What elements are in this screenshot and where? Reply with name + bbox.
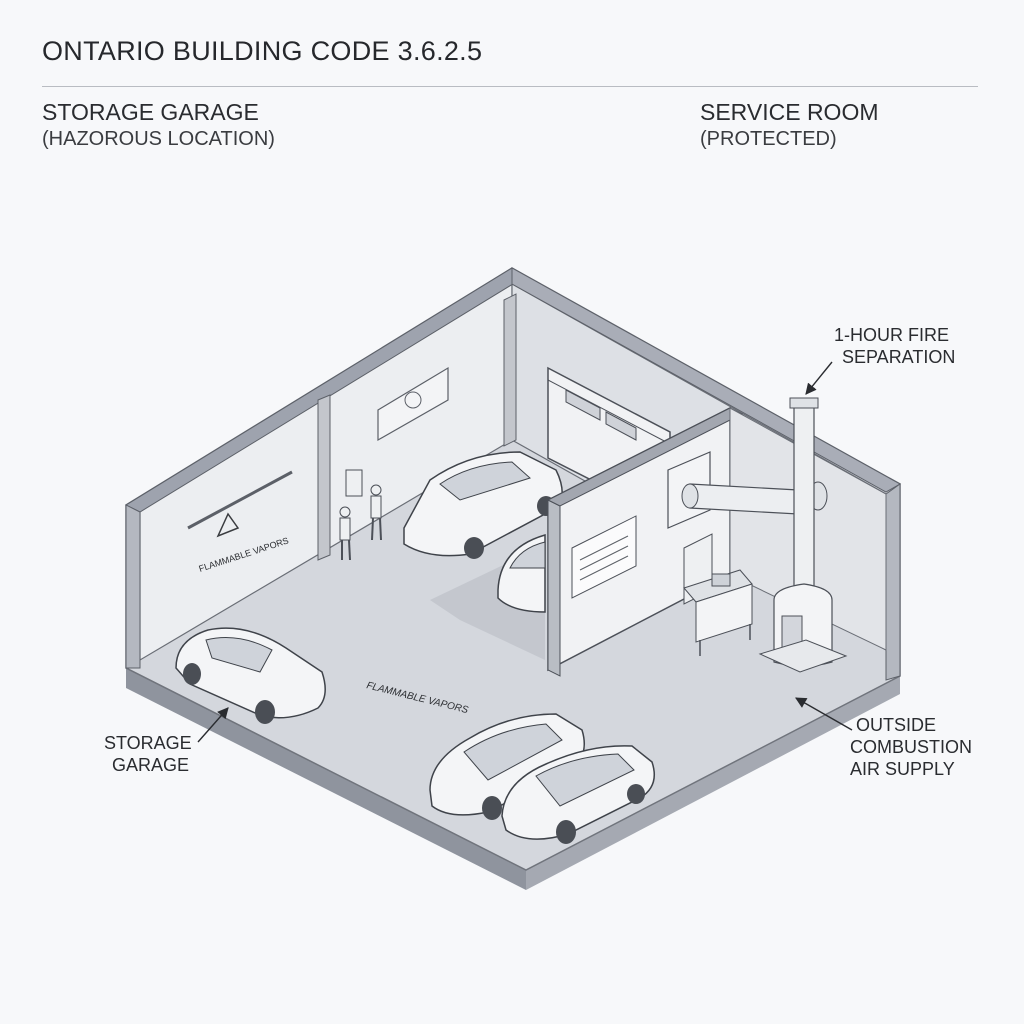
storage-garage-heading-block: STORAGE GARAGE (HAZOROUS LOCATION) [42, 98, 275, 152]
storage-garage-subheading: (HAZOROUS LOCATION) [42, 128, 275, 150]
storage-garage-heading: STORAGE GARAGE [42, 99, 259, 125]
car-front-1 [429, 713, 585, 820]
electrical-panel [345, 469, 363, 497]
air-duct [667, 451, 828, 529]
furnace-stove [758, 397, 848, 673]
combustion-air-label-3: AIR SUPPLY [850, 759, 955, 779]
storage-garage-label-1: STORAGE [104, 733, 192, 753]
fire-separation-label-1: 1-HOUR FIRE [834, 325, 949, 345]
storage-garage-label-2: GARAGE [112, 755, 189, 775]
combustion-air-callout: OUTSIDE COMBUSTION AIR SUPPLY [850, 715, 972, 779]
car-behind-partition [497, 534, 546, 613]
combustion-air-label-2: COMBUSTION [850, 737, 972, 757]
storage-garage-callout: STORAGE GARAGE [104, 733, 192, 775]
combustion-air-arrow [795, 697, 853, 731]
worker-figures [339, 484, 382, 561]
title-divider [42, 86, 978, 87]
fire-separation-label-2: SEPARATION [842, 347, 955, 367]
service-room-heading-block: SERVICE ROOM (PROTECTED) [700, 98, 879, 152]
water-heater-cabinet [683, 533, 753, 656]
service-room-heading: SERVICE ROOM [700, 99, 879, 125]
page-title: ONTARIO BUILDING CODE 3.6.2.5 [42, 36, 483, 66]
car-front-2 [501, 745, 655, 844]
interior-partition [317, 293, 517, 561]
fire-separation-arrow [805, 361, 833, 395]
fire-separation-callout: 1-HOUR FIRE SEPARATION [834, 325, 955, 367]
storage-garage-arrow [197, 707, 229, 743]
car-left [175, 627, 326, 724]
combustion-air-label-1: OUTSIDE [856, 715, 936, 735]
service-room-subheading: (PROTECTED) [700, 128, 837, 150]
wall-panel [377, 366, 449, 442]
